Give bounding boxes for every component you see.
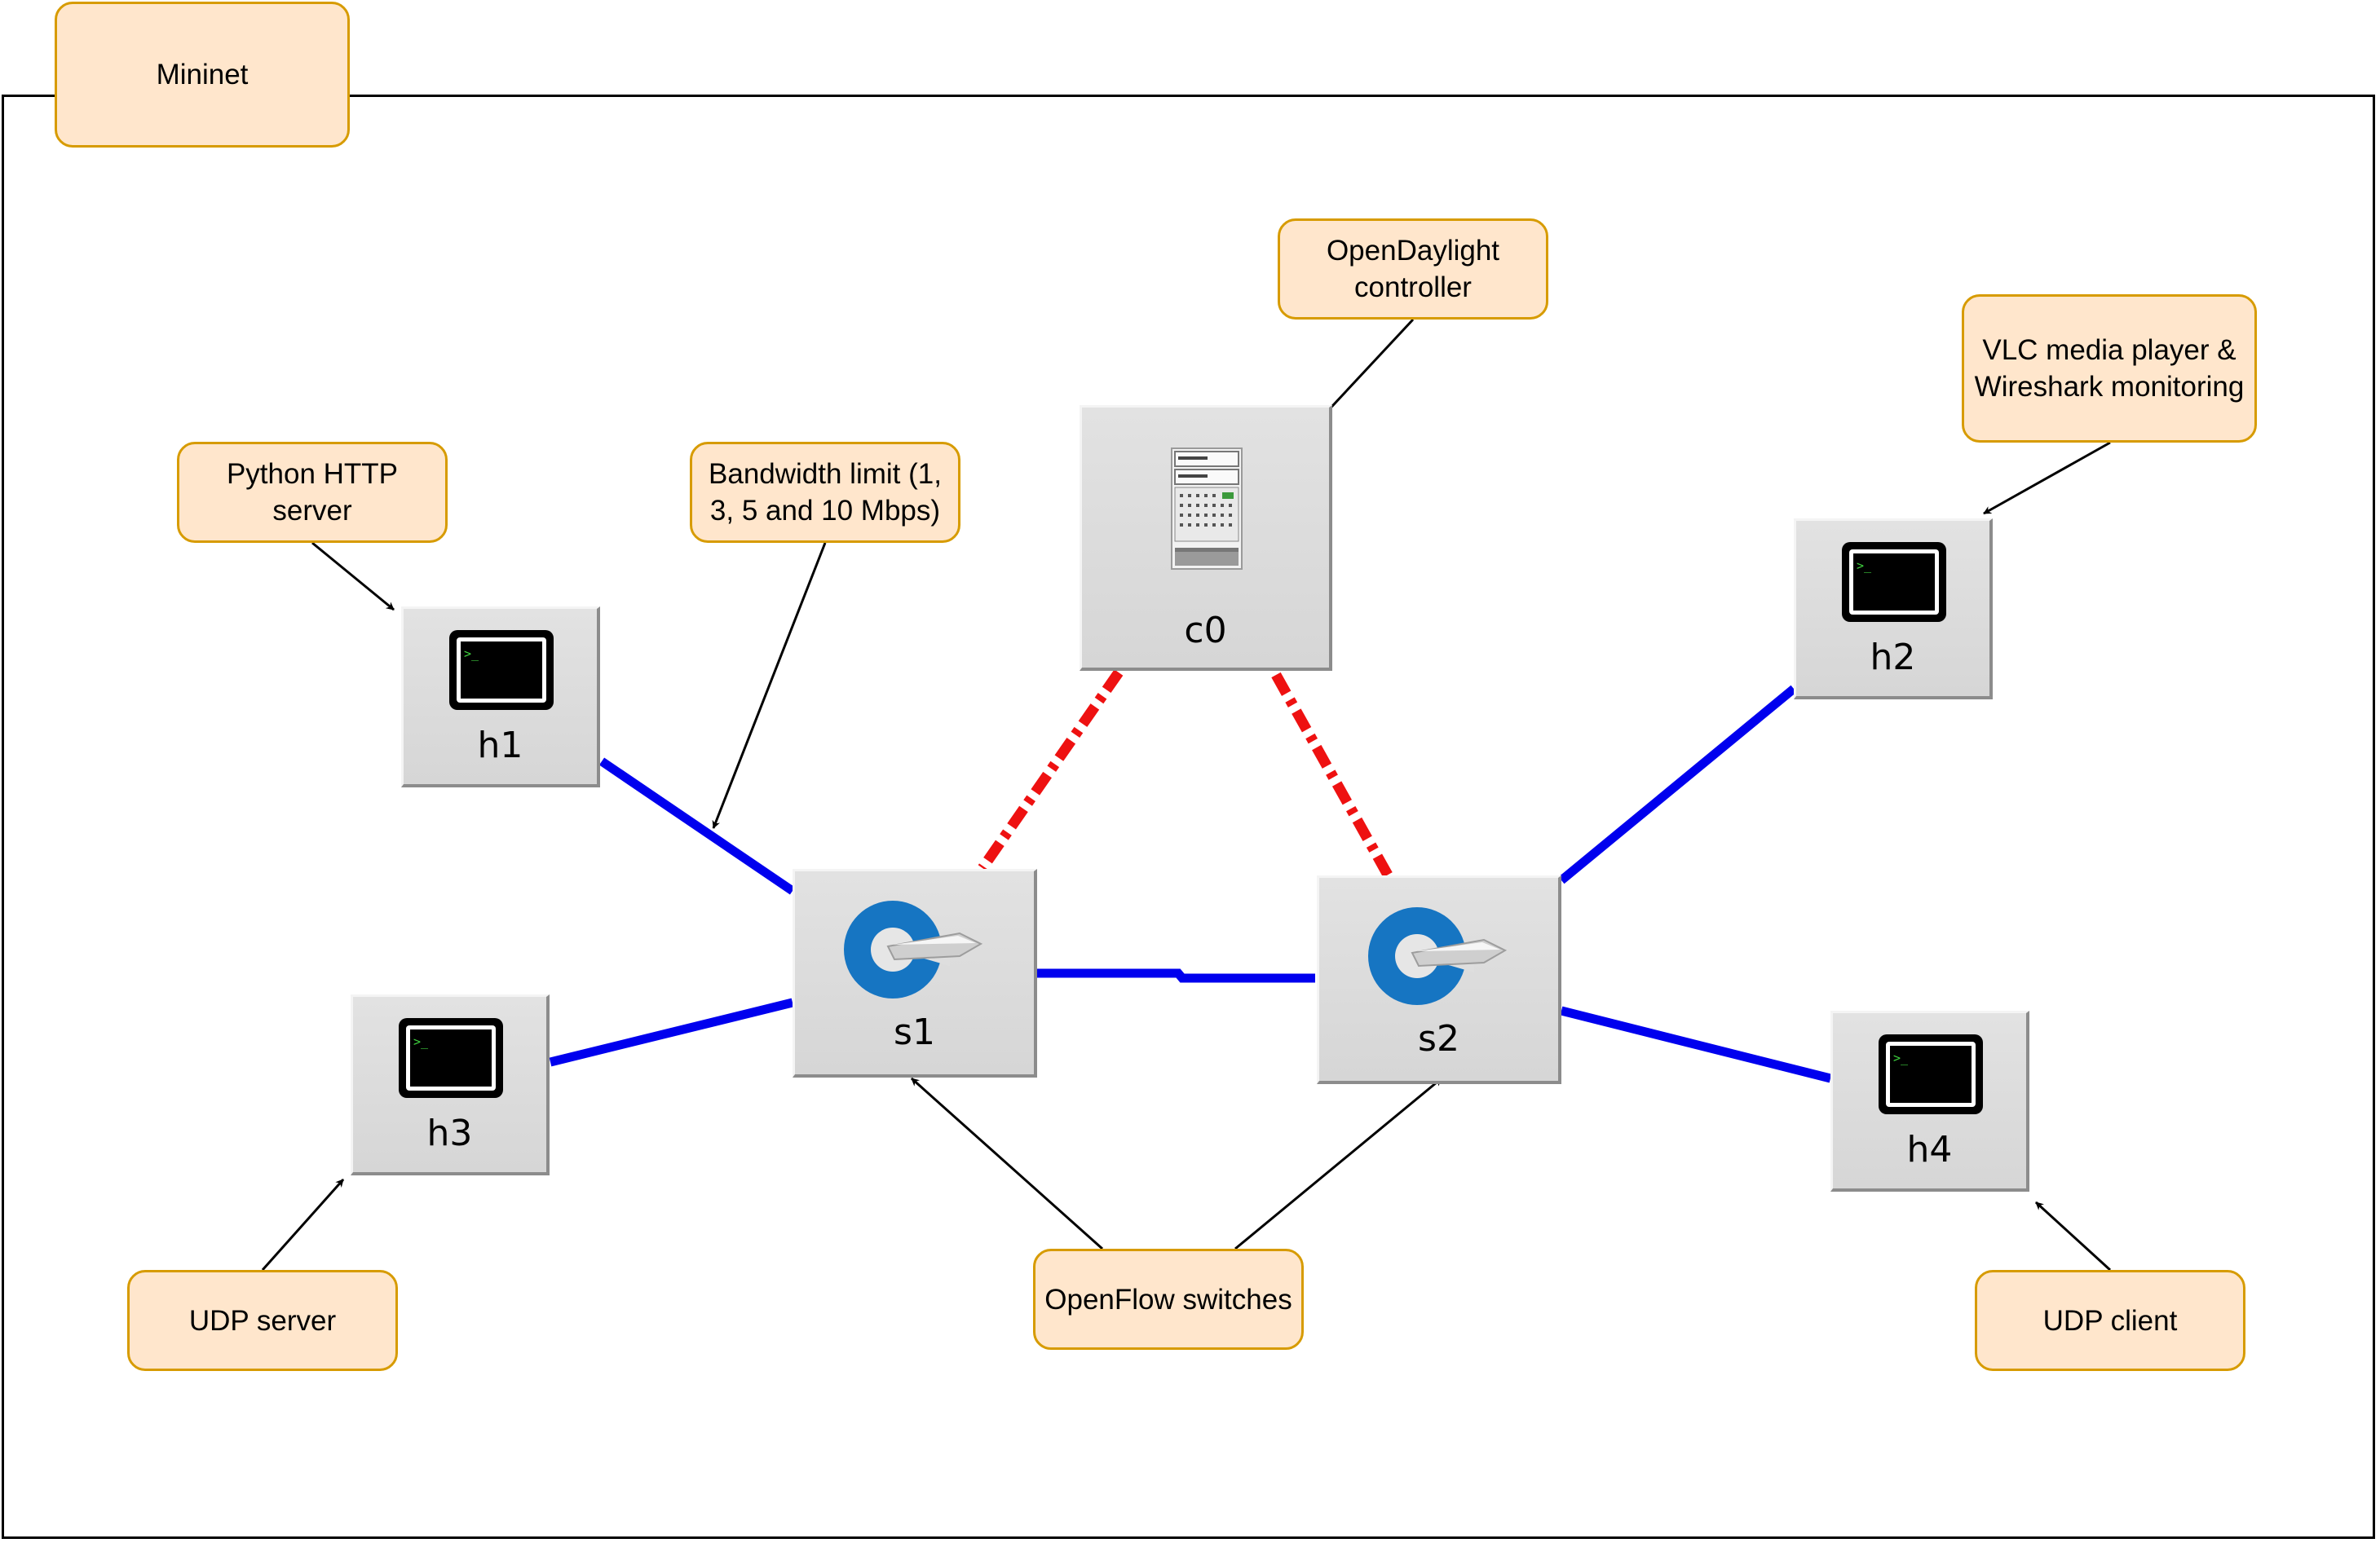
arrow-vlc-to-h2 — [1983, 441, 2111, 515]
controller-node-c0[interactable]: c0 — [1080, 405, 1332, 671]
arrow-switches-to-s2 — [1234, 1077, 1442, 1250]
host-node-h1[interactable]: >_ h1 — [401, 606, 600, 787]
control-link-c0-s1 — [978, 669, 1124, 871]
openflow-switch-icon — [844, 901, 983, 999]
mininet-container-frame — [2, 95, 2375, 1539]
node-label-c0: c0 — [1184, 610, 1227, 651]
data-link-h1-s1 — [598, 757, 796, 895]
data-link-s1-s2 — [1037, 968, 1315, 983]
host-node-h2[interactable]: >_ h2 — [1794, 518, 1993, 699]
host-node-h4[interactable]: >_ h4 — [1830, 1011, 2029, 1192]
note-vlc-wireshark: VLC media player & Wireshark monitoring — [1962, 294, 2257, 443]
note-opendaylight-controller: OpenDaylight controller — [1278, 218, 1548, 320]
arrow-switches-to-s1 — [911, 1077, 1103, 1250]
node-label-s2: s2 — [1418, 1018, 1459, 1060]
note-udp-server: UDP server — [127, 1270, 398, 1371]
node-label-h3: h3 — [426, 1113, 473, 1154]
control-link-c0-s2 — [1271, 672, 1393, 880]
terminal-icon: >_ — [449, 630, 554, 710]
arrow-udp-client-to-h4 — [2034, 1201, 2112, 1272]
terminal-icon: >_ — [1879, 1034, 1983, 1114]
switch-node-s1[interactable]: s1 — [793, 869, 1037, 1078]
svg-text:>_: >_ — [1893, 1051, 1909, 1065]
svg-text:>_: >_ — [1857, 558, 1872, 573]
terminal-icon: >_ — [399, 1018, 503, 1098]
arrow-controller-to-c0 — [1322, 318, 1415, 417]
openflow-switch-icon — [1368, 907, 1508, 1005]
data-link-s2-h4 — [1560, 1006, 1832, 1083]
node-label-h1: h1 — [477, 725, 523, 766]
node-label-h2: h2 — [1870, 637, 1916, 678]
mininet-label: Mininet — [55, 2, 350, 148]
arrow-udp-server-to-h3 — [261, 1179, 345, 1271]
note-bandwidth-limit: Bandwidth limit (1, 3, 5 and 10 Mbps) — [690, 442, 960, 543]
server-icon — [1171, 447, 1243, 570]
note-udp-client: UDP client — [1975, 1270, 2245, 1371]
svg-text:>_: >_ — [413, 1034, 429, 1049]
arrow-http-server-to-h1 — [311, 541, 395, 611]
arrow-bandwidth-to-link — [712, 542, 827, 829]
svg-text:>_: >_ — [464, 646, 479, 661]
node-label-s1: s1 — [894, 1012, 935, 1053]
switch-node-s2[interactable]: s2 — [1317, 875, 1561, 1084]
host-node-h3[interactable]: >_ h3 — [351, 994, 550, 1175]
data-link-s2-h2 — [1558, 685, 1797, 884]
terminal-icon: >_ — [1842, 542, 1946, 622]
note-openflow-switches: OpenFlow switches — [1033, 1249, 1304, 1350]
node-label-h4: h4 — [1906, 1129, 1953, 1170]
data-link-h3-s1 — [549, 998, 794, 1067]
note-python-http-server: Python HTTP server — [177, 442, 448, 543]
